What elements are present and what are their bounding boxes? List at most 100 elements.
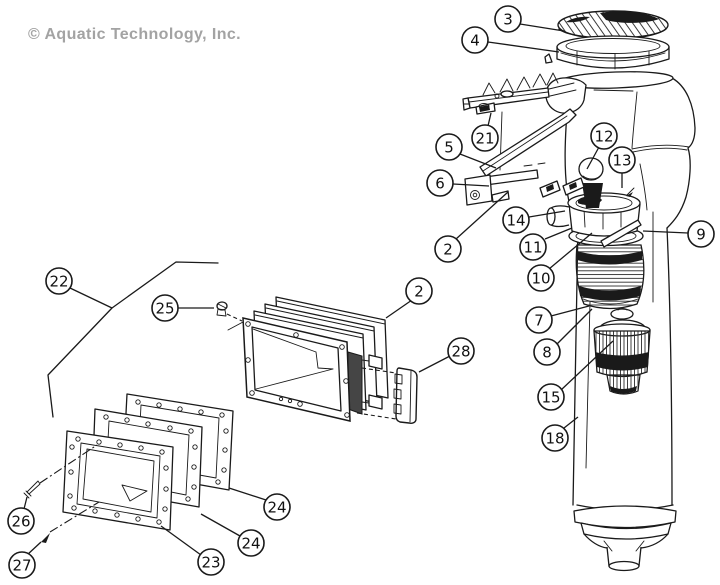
- basket: [593, 308, 651, 395]
- leader-line: [519, 23, 565, 32]
- callout-number: 15: [541, 389, 560, 407]
- callout-handle-rod: 9: [642, 220, 715, 248]
- callout-circle: [405, 277, 433, 305]
- leader-line: [586, 146, 600, 170]
- screw-cap-25: [216, 301, 244, 331]
- callout-throat-extension: 2: [385, 277, 433, 319]
- callout-valve-cup: 11: [519, 227, 573, 261]
- collar-ring: [544, 35, 670, 70]
- leader-line: [69, 287, 113, 309]
- leader-line: [556, 308, 593, 345]
- callout-float-tube: 7: [525, 305, 590, 334]
- callout-number: 21: [475, 130, 494, 148]
- callout-circle: [447, 337, 475, 365]
- leader-line: [160, 525, 202, 556]
- assembly-leader-22: [47, 261, 219, 418]
- callout-number: 9: [696, 226, 706, 244]
- callout-number: 24: [267, 499, 286, 517]
- callout-circle: [494, 5, 522, 33]
- callout-screw-long: 26: [7, 496, 35, 535]
- screw-long-26: [23, 444, 98, 499]
- leader-line: [385, 299, 413, 319]
- callout-number: 25: [155, 300, 174, 318]
- callout-faceplate: 23: [160, 525, 225, 576]
- ratchet-teeth: [482, 72, 559, 96]
- leader-line: [487, 112, 492, 127]
- callout-circle: [237, 529, 265, 557]
- callout-number: 4: [470, 32, 480, 50]
- float-valve-assembly: [546, 157, 645, 310]
- leader-line: [418, 355, 451, 373]
- callout-number: 10: [531, 270, 550, 288]
- callout-circle: [434, 235, 462, 263]
- callout-weir-assembly: 2: [434, 191, 509, 263]
- leader-line: [200, 513, 241, 537]
- callout-number: 27: [12, 557, 31, 575]
- leader-line: [550, 305, 590, 317]
- callout-outlet-stub: 14: [502, 206, 566, 234]
- callout-circle: [608, 146, 636, 174]
- callout-circle: [435, 133, 463, 161]
- callout-circle: [471, 124, 499, 152]
- float-cone: [582, 183, 603, 208]
- callout-circle: [590, 122, 618, 150]
- leader-line: [528, 210, 566, 218]
- callout-number: 8: [542, 344, 552, 362]
- gasket-stack: [62, 393, 234, 531]
- callout-gasket-middle: 24: [200, 513, 265, 557]
- leader-line: [228, 487, 267, 501]
- callout-number: 26: [11, 513, 30, 531]
- callout-circle: [527, 264, 555, 292]
- leader-line: [487, 41, 560, 53]
- callout-faceplate-assembly: 22: [45, 267, 113, 309]
- float-knob: [578, 157, 604, 181]
- flow-arrow-mark: [121, 484, 148, 502]
- leader-line: [642, 230, 689, 234]
- callout-number: 28: [451, 343, 470, 361]
- callout-number: 18: [545, 430, 564, 448]
- leader-line: [459, 153, 497, 169]
- callout-weir-flap: 5: [435, 133, 497, 169]
- callout-circle: [197, 548, 225, 576]
- callout-number: 6: [435, 175, 445, 193]
- pointer-arrow-13: [626, 187, 635, 196]
- callout-number: 7: [534, 312, 544, 330]
- callout-number: 12: [594, 128, 613, 146]
- callout-circle: [519, 233, 547, 261]
- weir-assembly: [462, 72, 585, 206]
- callout-weir-frame: 6: [426, 169, 490, 197]
- throat-extension: [242, 296, 418, 424]
- callout-circle: [426, 169, 454, 197]
- faceplate-holes: [67, 436, 169, 525]
- callout-circle: [525, 306, 553, 334]
- callout-circle: [45, 267, 73, 295]
- throat-spout: [545, 77, 587, 114]
- leader-line: [452, 183, 490, 187]
- callout-skimmer-body: 18: [541, 416, 579, 452]
- callout-spacer-block: 28: [418, 337, 475, 373]
- flange-holes: [245, 321, 350, 418]
- skimmer-body: [545, 71, 696, 572]
- lid: [557, 10, 669, 40]
- leader-line: [563, 416, 579, 429]
- callout-circle: [7, 507, 35, 535]
- callout-circle: [537, 383, 565, 411]
- callout-float-valve: 13: [608, 146, 636, 188]
- callout-number: 14: [506, 212, 525, 230]
- watermark-text: © Aquatic Technology, Inc.: [28, 26, 242, 43]
- callout-circle: [687, 220, 715, 248]
- leader-line: [455, 191, 509, 240]
- callout-screw-short: 27: [8, 541, 42, 579]
- leader-line: [544, 227, 573, 240]
- leader-line: [560, 340, 614, 391]
- callout-layer: 3421562121314111097815182225228242423262…: [7, 5, 715, 579]
- callout-number: 3: [503, 11, 513, 29]
- callout-circle: [533, 338, 561, 366]
- spacer-block: [393, 367, 418, 424]
- callout-collar-ring: 4: [461, 26, 560, 54]
- leader-line: [548, 232, 593, 270]
- callout-lid: 3: [494, 5, 565, 33]
- callout-tube-seal: 8: [533, 308, 593, 366]
